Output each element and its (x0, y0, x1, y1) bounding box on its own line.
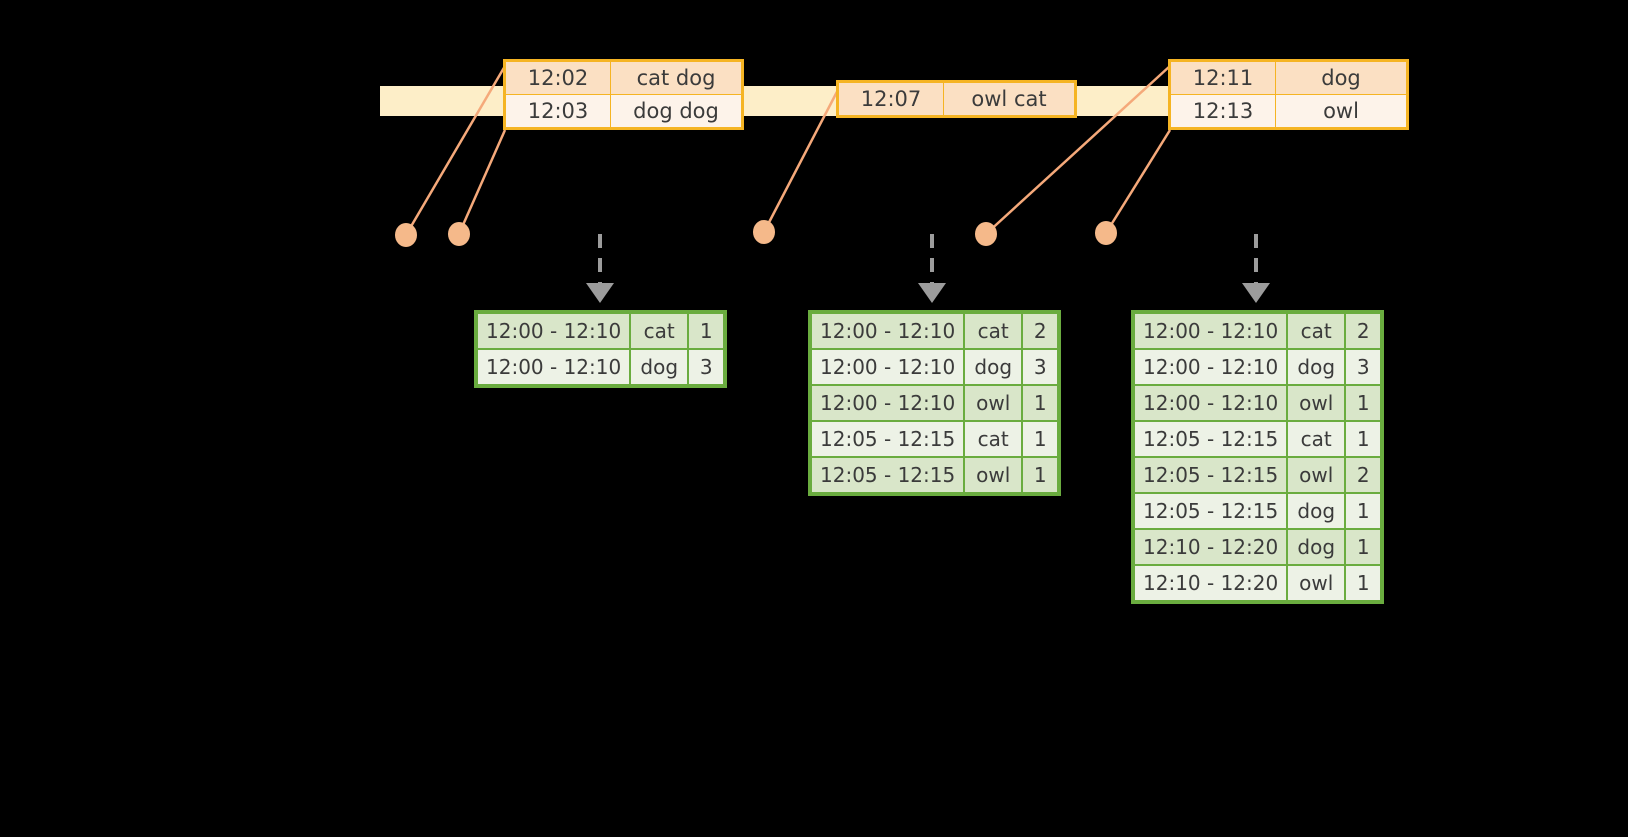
event-words: owl cat (943, 81, 1076, 117)
window-count: 1 (1344, 384, 1384, 422)
window-count: 3 (1021, 348, 1061, 386)
window-range: 12:00 - 12:10 (808, 348, 966, 386)
window-range: 12:05 - 12:15 (1131, 492, 1289, 530)
event-words: cat dog (610, 60, 743, 95)
window-range: 12:05 - 12:15 (1131, 456, 1289, 494)
connector-dot (1095, 221, 1117, 245)
window-key: owl (963, 384, 1024, 422)
dashed-arrow-head-icon (1242, 283, 1270, 303)
window-key: cat (629, 311, 690, 350)
event-words: owl (1275, 94, 1408, 129)
window-key: owl (963, 456, 1024, 495)
window-key: cat (963, 311, 1024, 350)
window-range: 12:05 - 12:15 (808, 420, 966, 458)
window-range: 12:00 - 12:10 (808, 384, 966, 422)
event-box-2[interactable]: 12:07 owl cat (836, 80, 1077, 118)
window-count: 1 (1344, 528, 1384, 566)
event-box-1[interactable]: 12:02 cat dog 12:03 dog dog (503, 59, 744, 130)
window-range: 12:00 - 12:10 (474, 311, 632, 350)
event-time: 12:11 (1169, 60, 1276, 95)
window-key: dog (1286, 528, 1347, 566)
event-time: 12:13 (1169, 94, 1276, 129)
window-count: 2 (1344, 311, 1384, 350)
window-count: 2 (1344, 456, 1384, 494)
event-words: dog dog (610, 94, 743, 129)
window-count: 1 (1021, 384, 1061, 422)
window-count: 1 (1021, 420, 1061, 458)
event-box-3[interactable]: 12:11 dog 12:13 owl (1168, 59, 1409, 130)
event-words: dog (1275, 60, 1408, 95)
window-key: dog (1286, 348, 1347, 386)
window-range: 12:05 - 12:15 (1131, 420, 1289, 458)
window-key: cat (1286, 311, 1347, 350)
connector-dot (975, 222, 997, 246)
window-count: 1 (687, 311, 727, 350)
window-range: 12:10 - 12:20 (1131, 564, 1289, 603)
dashed-arrow-head-icon (586, 283, 614, 303)
window-count: 2 (1021, 311, 1061, 350)
window-key: owl (1286, 456, 1347, 494)
window-count: 3 (1344, 348, 1384, 386)
window-key: owl (1286, 384, 1347, 422)
event-row: 12:11 dog (1169, 60, 1408, 95)
window-range: 12:00 - 12:10 (808, 311, 966, 350)
window-key: dog (963, 348, 1024, 386)
event-time: 12:07 (837, 81, 944, 117)
window-count: 1 (1344, 492, 1384, 530)
window-key: cat (963, 420, 1024, 458)
window-range: 12:00 - 12:10 (1131, 384, 1289, 422)
connector-dot (753, 220, 775, 244)
event-row: 12:03 dog dog (504, 94, 743, 129)
window-count: 3 (687, 348, 727, 387)
window-range: 12:00 - 12:10 (1131, 311, 1289, 350)
window-key: owl (1286, 564, 1347, 603)
event-time: 12:03 (504, 94, 611, 129)
window-range: 12:00 - 12:10 (1131, 348, 1289, 386)
window-range: 12:00 - 12:10 (474, 348, 632, 387)
window-key: dog (629, 348, 690, 387)
window-key: cat (1286, 420, 1347, 458)
event-row: 12:07 owl cat (837, 81, 1076, 117)
event-time: 12:02 (504, 60, 611, 95)
connector-dot (395, 223, 417, 247)
window-count: 1 (1344, 564, 1384, 603)
event-row: 12:13 owl (1169, 94, 1408, 129)
window-range: 12:05 - 12:15 (808, 456, 966, 495)
window-count: 1 (1021, 456, 1061, 495)
window-key: dog (1286, 492, 1347, 530)
window-range: 12:10 - 12:20 (1131, 528, 1289, 566)
connector-line (457, 129, 507, 235)
event-row: 12:02 cat dog (504, 60, 743, 95)
window-count: 1 (1344, 420, 1384, 458)
dashed-arrow-head-icon (918, 283, 946, 303)
connector-dot (448, 222, 470, 246)
connector-line (1104, 129, 1172, 234)
